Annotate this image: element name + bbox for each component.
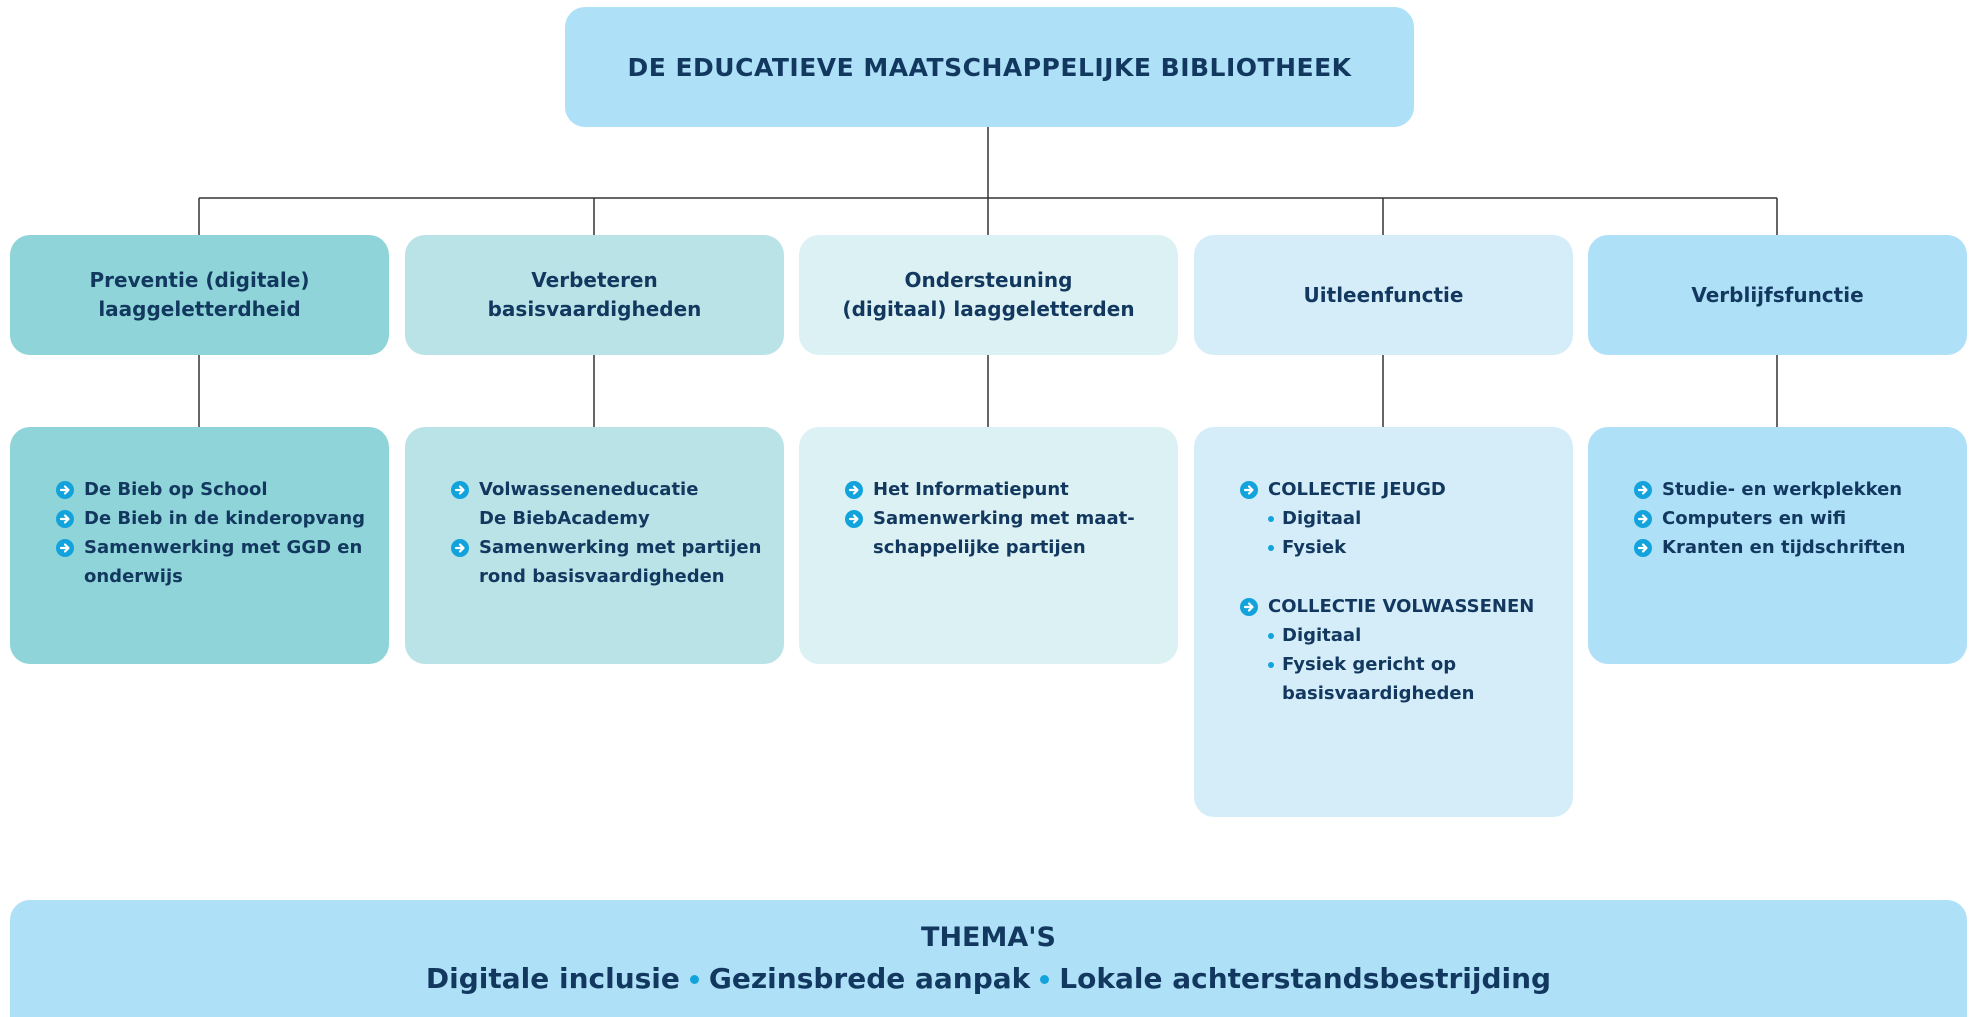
theme-item: Gezinsbrede aanpak xyxy=(708,961,1031,995)
column-heading-line: Preventie (digitale) xyxy=(89,268,310,292)
sub-item: Fysiek gericht op basisvaardigheden xyxy=(1240,650,1563,708)
column-heading: Verbeteren basisvaardigheden xyxy=(488,266,702,324)
list-item: De Bieb op School xyxy=(56,475,379,504)
sub-item: Digitaal xyxy=(1240,504,1563,533)
sub-item-text: Fysiek xyxy=(1282,537,1347,558)
list-item-text: Volwasseneneducatie xyxy=(479,479,699,500)
list-item-text: schappelijke partijen xyxy=(873,537,1086,558)
collection-label-item: COLLECTIE VOLWASSENEN xyxy=(1240,592,1563,621)
list-item: Volwasseneneducatie De BiebAcademy xyxy=(451,475,774,533)
themes-label: THEMA'S xyxy=(921,921,1056,953)
list-item-text: onderwijs xyxy=(84,566,183,587)
arrow-circle-icon xyxy=(1634,510,1652,528)
column-heading-box: Preventie (digitale) laaggeletterdheid xyxy=(10,235,389,355)
list-item-text: De Bieb in de kinderopvang xyxy=(84,508,366,529)
list-item-text: Studie- en werkplekken xyxy=(1662,479,1903,500)
bullet-dot-icon xyxy=(1268,633,1274,639)
column-heading-box: Ondersteuning (digitaal) laaggeletterden xyxy=(799,235,1178,355)
list-item-text: Samenwerking met maat- xyxy=(873,508,1135,529)
list-item-text: rond basisvaardigheden xyxy=(479,566,725,587)
themes-box: THEMA'S Digitale inclusie Gezinsbrede aan… xyxy=(10,900,1967,1017)
themes-list: Digitale inclusie Gezinsbrede aanpak Lokal… xyxy=(426,958,1551,1000)
arrow-circle-icon xyxy=(451,539,469,557)
column-heading-line: Verbeteren xyxy=(531,268,658,292)
arrow-circle-icon xyxy=(56,510,74,528)
column-heading-line: (digitaal) laaggeletterden xyxy=(842,297,1135,321)
theme-item: Digitale inclusie xyxy=(425,961,680,995)
column-heading-line: laaggeletterdheid xyxy=(98,297,301,321)
list-item-text: Samenwerking met GGD en xyxy=(84,537,363,558)
list-item: De Bieb in de kinderopvang xyxy=(56,504,379,533)
sub-item-text: Digitaal xyxy=(1282,625,1362,646)
column-heading-line: basisvaardigheden xyxy=(487,297,702,321)
arrow-circle-icon xyxy=(451,481,469,499)
main-title-box: DE EDUCATIEVE MAATSCHAPPELIJKE BIBLIOTHE… xyxy=(565,7,1414,127)
list-item-text: Samenwerking met partijen xyxy=(479,537,762,558)
separator-dot-icon xyxy=(689,975,699,984)
arrow-circle-icon xyxy=(1634,481,1652,499)
list-item: Kranten en tijdschriften xyxy=(1634,533,1957,562)
bullet-dot-icon xyxy=(1268,662,1274,668)
column-heading-box: Verblijfsfunctie xyxy=(1588,235,1967,355)
list-item-text: Kranten en tijdschriften xyxy=(1662,537,1906,558)
arrow-circle-icon xyxy=(1240,481,1258,499)
arrow-circle-icon xyxy=(56,481,74,499)
collection-label: COLLECTIE VOLWASSENEN xyxy=(1268,596,1535,617)
list-item-text: De Bieb op School xyxy=(84,479,268,500)
column-detail-box: De Bieb op School De Bieb in de kinderopv… xyxy=(10,427,389,664)
column-heading: Uitleenfunctie xyxy=(1304,281,1464,310)
list-item-text: Het Informatiepunt xyxy=(873,479,1069,500)
list-item: Samenwerking met GGD en onderwijs xyxy=(56,533,379,591)
column-heading-box: Verbeteren basisvaardigheden xyxy=(405,235,784,355)
column-heading-line: Ondersteuning xyxy=(904,268,1073,292)
sub-item: Digitaal xyxy=(1240,621,1563,650)
sub-item-text: basisvaardigheden xyxy=(1282,683,1475,704)
list-item: Samenwerking met maat-schappelijke parti… xyxy=(845,504,1168,562)
bullet-dot-icon xyxy=(1268,516,1274,522)
sub-item-text: Digitaal xyxy=(1282,508,1362,529)
main-title: DE EDUCATIEVE MAATSCHAPPELIJKE BIBLIOTHE… xyxy=(627,52,1352,82)
list-item-text: De BiebAcademy xyxy=(479,508,650,529)
sub-item-text: Fysiek gericht op xyxy=(1282,654,1457,675)
column-heading: Verblijfsfunctie xyxy=(1691,281,1863,310)
column-heading: Ondersteuning (digitaal) laaggeletterden xyxy=(842,266,1134,324)
column-heading-line: Uitleenfunctie xyxy=(1303,282,1464,307)
arrow-circle-icon xyxy=(845,510,863,528)
arrow-circle-icon xyxy=(845,481,863,499)
list-item: Computers en wifi xyxy=(1634,504,1957,533)
column-heading-line: Verblijfsfunctie xyxy=(1691,282,1864,307)
collection-label: COLLECTIE JEUGD xyxy=(1268,479,1446,500)
bullet-dot-icon xyxy=(1268,545,1274,551)
arrow-circle-icon xyxy=(56,539,74,557)
list-item: Samenwerking met partijen rond basisvaard… xyxy=(451,533,774,591)
column-heading-box: Uitleenfunctie xyxy=(1194,235,1573,355)
theme-item: Lokale achterstandsbestrijding xyxy=(1059,961,1552,995)
list-item: Het Informatiepunt xyxy=(845,475,1168,504)
collection-label-item: COLLECTIE JEUGD xyxy=(1240,475,1563,504)
separator-dot-icon xyxy=(1040,975,1050,984)
list-item-text: Computers en wifi xyxy=(1662,508,1847,529)
arrow-circle-icon xyxy=(1634,539,1652,557)
column-heading: Preventie (digitale) laaggeletterdheid xyxy=(90,266,310,324)
arrow-circle-icon xyxy=(1240,598,1258,616)
list-item: Studie- en werkplekken xyxy=(1634,475,1957,504)
sub-item: Fysiek xyxy=(1240,533,1563,562)
